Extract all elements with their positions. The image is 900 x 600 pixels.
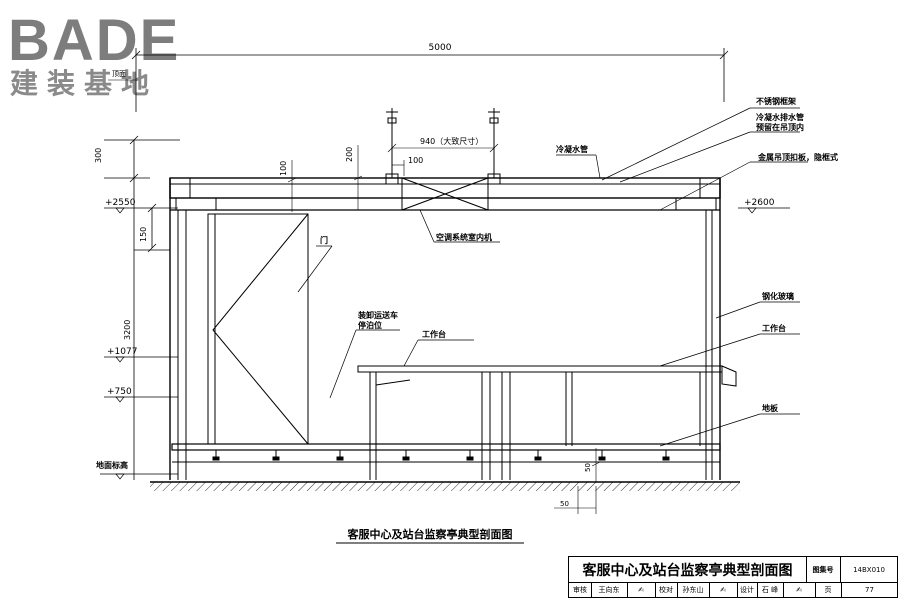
check-label: 校对 xyxy=(655,582,678,597)
level-750-text: +750 xyxy=(107,387,132,397)
raised-floor xyxy=(171,443,721,463)
label-door: 门 xyxy=(320,235,328,245)
designer-name: 石 峰 xyxy=(757,582,784,597)
level-2600-text: +2600 xyxy=(744,198,775,208)
reviewer-signature-icon: ✍ xyxy=(627,582,656,597)
page-number: 77 xyxy=(865,585,874,594)
dim-100-left-text: 100 xyxy=(279,161,288,176)
label-workbench-right: 工作台 xyxy=(762,323,786,333)
label-ac-unit: 空调系统室内机 xyxy=(436,232,492,242)
label-cart-area2: 停泊位 xyxy=(358,320,382,330)
dim-50-floor-text: 50 xyxy=(584,463,592,472)
dim-100-top-text: 100 xyxy=(408,156,423,165)
ground-hatch xyxy=(150,482,740,491)
checker-name: 孙东山 xyxy=(677,582,710,597)
workbench xyxy=(357,365,737,480)
designer-signature-icon: ✍ xyxy=(783,582,816,597)
brand-subtitle: 建装基地 xyxy=(10,67,159,100)
dim-150-text: 150 xyxy=(139,227,148,242)
dim-3200-text: 3200 xyxy=(123,320,132,340)
dim-300-text: 300 xyxy=(94,148,103,163)
label-reserved-hole: 预留在吊顶内 xyxy=(756,122,804,132)
dim-overall xyxy=(131,48,729,112)
dim-5000-text: 5000 xyxy=(429,43,452,53)
top-level-label: 顶面 xyxy=(112,70,126,78)
title-block-title: 客服中心及站台监察亭典型剖面图 xyxy=(569,557,807,582)
review-label: 审核 xyxy=(569,582,592,597)
door xyxy=(207,213,309,445)
page-label: 页 xyxy=(815,582,842,597)
hanger-rods xyxy=(385,108,501,185)
level-1077-text: +1077 xyxy=(107,347,137,357)
brand-logo: BADE xyxy=(8,8,181,73)
label-condensate-pipe: 冷凝水排水管 xyxy=(756,112,804,122)
level-2550-text: +2550 xyxy=(105,198,136,208)
walls xyxy=(169,178,721,480)
label-cold-water-pipe: 冷凝水管 xyxy=(556,144,588,154)
atlas-number: 14BX010 xyxy=(853,565,885,574)
label-tempered-glass: 钢化玻璃 xyxy=(762,291,794,301)
label-workbench-left: 工作台 xyxy=(422,329,446,339)
label-metal-ceiling: 金属吊顶扣板，隐框式 xyxy=(757,152,838,162)
dim-50-bottom-text: 50 xyxy=(560,500,569,508)
dim-940-text: 940（大致尺寸） xyxy=(420,136,483,146)
leaders xyxy=(297,107,808,447)
label-cart-area: 装卸运送车 xyxy=(357,310,398,320)
title-block: 客服中心及站台监察亭典型剖面图 图集号 14BX010 审核 王向东 ✍ 校对 … xyxy=(568,556,898,598)
label-floor: 地板 xyxy=(762,403,779,413)
ac-unit xyxy=(401,177,489,211)
design-label: 设计 xyxy=(737,582,758,597)
atlas-label: 图集号 xyxy=(806,557,841,582)
checker-signature-icon: ✍ xyxy=(709,582,738,597)
dim-left-chain xyxy=(104,135,180,480)
drawing-caption: 客服中心及站台监察亭典型剖面图 xyxy=(347,527,513,541)
label-stainless-frame: 不锈钢框架 xyxy=(756,96,796,106)
floor-pedestals xyxy=(212,450,670,461)
reviewer-name: 王向东 xyxy=(591,582,628,597)
dim-200-text: 200 xyxy=(345,147,354,162)
ground-level-text: 地面标高 xyxy=(96,460,128,470)
